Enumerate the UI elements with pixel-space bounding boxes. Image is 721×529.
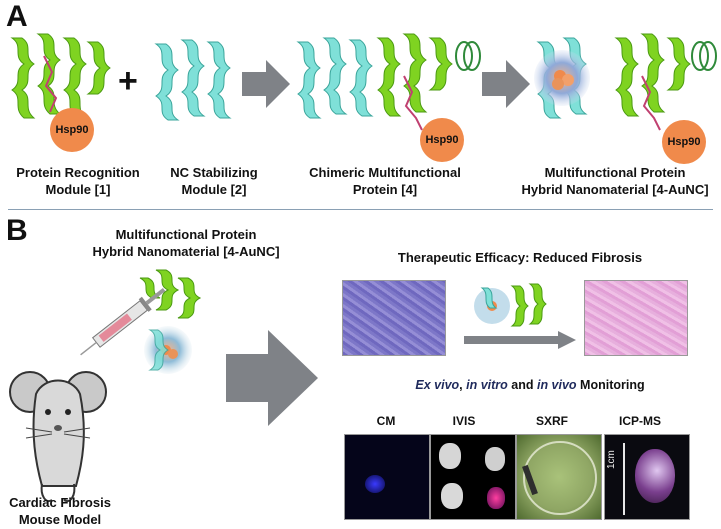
panel-a-label: A	[6, 0, 28, 33]
monitoring-title: Ex vivo, in vitro and in vivo Monitoring	[415, 378, 645, 392]
caption-chimeric-protein: Chimeric Multifunctional Protein [4]	[309, 165, 461, 197]
ivis-heart-3	[441, 483, 463, 509]
ivis-heart-2	[485, 447, 505, 471]
hybrid-nanomaterial-icon	[534, 33, 717, 131]
mouse-model-caption: Cardiac Fibrosis Mouse Model	[9, 495, 111, 527]
cm-label: CM	[376, 414, 396, 428]
scale-bar	[623, 443, 625, 515]
caption-protein-recognition: Protein Recognition Module [1]	[16, 165, 140, 197]
fibrosis-after-image	[584, 280, 688, 356]
nanomaterial-title: Multifunctional Protein Hybrid Nanomater…	[92, 227, 280, 259]
mouse-injection-illustration	[9, 269, 202, 502]
large-arrow-right-icon	[226, 330, 318, 426]
hsp90-target-1: Hsp90	[50, 108, 94, 152]
caption-hybrid-nanomaterial: Multifunctional Protein Hybrid Nanomater…	[521, 165, 709, 197]
fibrosis-before-image	[342, 280, 446, 356]
ivis-image	[430, 434, 516, 520]
sxrf-tissue-outline	[523, 441, 597, 515]
cm-image	[344, 434, 430, 520]
nc-stabilizing-module-icon	[154, 39, 232, 121]
arrow-right-icon	[464, 331, 576, 349]
icp-ms-label: ICP-MS	[619, 414, 661, 428]
arrow-right-icon	[242, 60, 290, 108]
panel-b-label: B	[6, 214, 28, 247]
ivis-heart-signal	[487, 487, 505, 509]
icp-ms-heart	[635, 449, 675, 503]
plus-sign: +	[118, 62, 138, 100]
caption-nc-stabilizing: NC Stabilizing Module [2]	[170, 165, 258, 197]
sxrf-image	[516, 434, 602, 520]
efficacy-title: Therapeutic Efficacy: Reduced Fibrosis	[397, 250, 643, 265]
panel-divider	[8, 209, 713, 210]
chimeric-protein-icon	[296, 33, 481, 131]
ivis-heart-1	[439, 443, 461, 469]
arrow-right-icon	[482, 60, 530, 108]
cm-signal-spot	[365, 475, 385, 493]
hsp90-target-2: Hsp90	[420, 118, 464, 162]
treated-protein-illustration	[474, 283, 547, 327]
hsp90-target-3: Hsp90	[662, 120, 706, 164]
ivis-label: IVIS	[452, 414, 476, 428]
icp-ms-image: 1cm	[604, 434, 690, 520]
scale-bar-label: 1cm	[606, 450, 617, 469]
sxrf-label: SXRF	[535, 414, 568, 428]
